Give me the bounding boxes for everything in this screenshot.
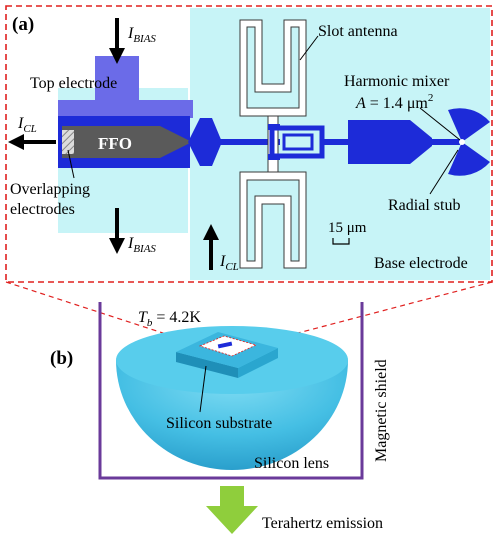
i-bias-bottom-label: IBIAS <box>127 235 156 255</box>
radial-stub-bottom <box>448 142 490 176</box>
ffo-hatch <box>62 130 74 154</box>
silicon-substrate-label: Silicon substrate <box>166 415 272 432</box>
radial-stub-leader <box>429 149 459 195</box>
overlapping-leader <box>67 149 75 179</box>
mixer-area-label: A = 1.4 μm2 <box>355 92 433 112</box>
panel-b-tag: (b) <box>50 348 73 369</box>
coupler-stub-bottom <box>268 154 280 160</box>
substrate-leader <box>199 365 207 413</box>
coupler-inner <box>282 133 314 151</box>
temperature-label: Tb = 4.2K <box>138 309 201 329</box>
overlapping-label-2: electrodes <box>10 201 75 218</box>
harmonic-mixer-leader <box>419 107 461 141</box>
radial-stub-label: Radial stub <box>388 197 460 214</box>
overlapping-label-1: Overlapping <box>10 181 90 198</box>
scale-bar-label: 15 μm <box>328 220 367 236</box>
microstrip-line-1 <box>220 139 280 145</box>
i-cl-bottom-label: ICL <box>219 253 239 273</box>
magnetic-shield <box>98 302 364 480</box>
slot-antenna-leader <box>299 35 319 61</box>
silicon-substrate-side <box>176 352 238 378</box>
chip-pattern-electrode <box>217 341 233 349</box>
hexagon-pad <box>188 118 222 166</box>
microstrip-line-3 <box>430 139 460 145</box>
terahertz-emission-label: Terahertz emission <box>262 515 383 532</box>
i-bias-top-label: IBIAS <box>127 25 156 45</box>
i-cl-left-label: ICL <box>17 115 37 135</box>
silicon-substrate-side-2 <box>238 348 278 378</box>
ffo-body <box>62 126 192 158</box>
radial-stub-top <box>448 108 490 142</box>
scale-bar <box>332 238 350 245</box>
panel-a-frame <box>5 5 493 283</box>
panel-a-tag: (a) <box>12 14 34 35</box>
top-electrode-bar <box>58 100 193 118</box>
slot-antenna-label: Slot antenna <box>318 23 398 40</box>
harmonic-mixer-junction <box>459 139 465 145</box>
coupler-stub-top <box>268 124 280 130</box>
silicon-lens-label: Silicon lens <box>254 455 329 472</box>
top-electrode-label: Top electrode <box>30 75 117 92</box>
microstrip-line-2 <box>322 139 348 145</box>
panel-b: (b) Tb = 4.2K Silicon substrate Silicon … <box>50 302 390 534</box>
slot-antenna-top <box>239 19 307 117</box>
magnetic-shield-label: Magnetic shield <box>373 359 390 462</box>
mixer-pad <box>348 120 432 164</box>
terahertz-arrow <box>206 486 258 534</box>
harmonic-mixer-label: Harmonic mixer <box>344 73 450 90</box>
panel-a: (a) IBIAS Top electrode ICL FFO Overlapp… <box>5 5 493 283</box>
slot-antenna-bottom <box>239 171 307 269</box>
base-electrode-label: Base electrode <box>374 255 468 272</box>
ffo-label: FFO <box>98 134 132 153</box>
